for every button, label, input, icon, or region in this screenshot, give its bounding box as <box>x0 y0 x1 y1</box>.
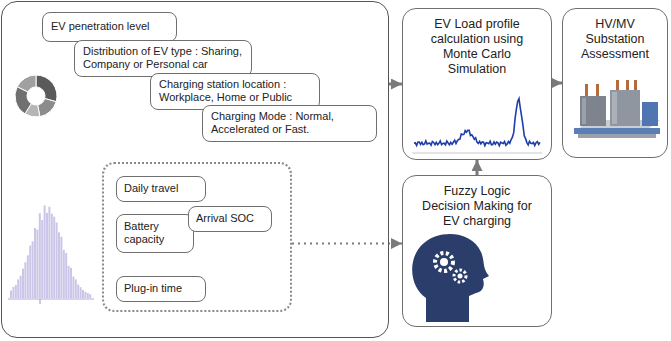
donut-chart-icon <box>36 75 57 102</box>
histogram-icon <box>41 220 43 298</box>
histogram-icon <box>53 217 55 298</box>
histogram-icon <box>8 205 94 304</box>
node-text: Distribution of EV type : Sharing, Compa… <box>83 45 243 71</box>
load-profile-chart <box>412 153 542 154</box>
histogram-icon <box>36 230 38 298</box>
head-gears-icon <box>454 270 466 282</box>
process-box: EV Load profile calculation using Monte … <box>402 8 552 160</box>
load-profile-chart <box>414 99 540 146</box>
histogram-icon <box>82 290 84 298</box>
substation-icon <box>574 80 660 138</box>
node-text: EV penetration level <box>51 20 168 33</box>
variable-box: Arrival SOC <box>188 206 272 232</box>
histogram-icon <box>17 279 19 298</box>
substation-icon <box>616 80 619 90</box>
parameter-box: Distribution of EV type : Sharing, Compa… <box>74 40 252 77</box>
head-gears-icon <box>412 234 489 322</box>
histogram-icon <box>48 207 50 298</box>
histogram-icon <box>15 285 17 298</box>
flow-arrow <box>389 83 402 86</box>
node-text: Arrival SOC <box>196 212 264 225</box>
substation-icon <box>612 92 617 124</box>
substation-icon <box>580 96 606 126</box>
node-text: Daily travel <box>124 182 198 195</box>
substation-icon <box>578 134 656 138</box>
histogram-icon <box>44 205 46 298</box>
substation-icon <box>642 102 658 126</box>
histogram-icon <box>72 277 74 298</box>
histogram-icon <box>24 262 26 298</box>
substation-icon <box>585 84 588 96</box>
variable-box: Battery capacity <box>116 214 194 253</box>
histogram-icon <box>46 213 48 298</box>
histogram-icon <box>29 246 31 298</box>
histogram-icon <box>39 213 41 298</box>
node-text: Battery capacity <box>124 220 186 246</box>
histogram-icon <box>68 266 70 298</box>
node-text: Charging station location : Workplace, H… <box>159 78 311 104</box>
histogram-icon <box>63 250 65 298</box>
histogram-icon <box>51 214 53 298</box>
histogram-icon <box>40 299 41 304</box>
substation-icon <box>596 84 599 96</box>
histogram-icon <box>27 255 29 298</box>
donut-chart-icon <box>17 75 36 92</box>
parameter-box: EV penetration level <box>42 12 177 42</box>
node-text: EV Load profile calculation using Monte … <box>421 17 533 77</box>
substation-icon <box>626 80 629 90</box>
substation-icon <box>634 80 637 90</box>
histogram-icon <box>89 294 91 298</box>
histogram-icon <box>12 287 14 298</box>
histogram-icon <box>20 276 22 298</box>
histogram-icon <box>32 241 34 298</box>
substation-icon <box>610 90 640 126</box>
histogram-icon <box>8 298 94 300</box>
histogram-icon <box>84 292 86 298</box>
head-gears-icon <box>458 274 463 279</box>
node-text: Fuzzy Logic Decision Making for EV charg… <box>421 184 533 229</box>
histogram-icon <box>75 279 77 298</box>
head-gears-icon <box>435 253 453 271</box>
histogram-icon <box>80 287 82 298</box>
donut-chart-icon <box>38 98 57 116</box>
histogram-icon <box>87 293 89 298</box>
node-text: Charging Mode : Normal, Accelerated or F… <box>211 110 368 136</box>
load-profile-chart <box>412 99 542 153</box>
donut-chart-icon <box>15 75 57 117</box>
head-gears-icon <box>440 258 448 266</box>
process-box: Fuzzy Logic Decision Making for EV charg… <box>402 175 552 327</box>
histogram-icon <box>58 232 60 298</box>
substation-icon <box>574 128 660 134</box>
histogram-icon <box>77 285 79 298</box>
substation-icon <box>582 98 586 124</box>
variable-box: Daily travel <box>116 176 206 202</box>
node-text: HV/MV Substation Assessment <box>575 17 655 62</box>
histogram-icon <box>10 291 12 298</box>
histogram-icon <box>56 222 58 298</box>
histogram-icon <box>65 253 67 298</box>
head-gears-icon <box>412 234 489 322</box>
process-box: HV/MV Substation Assessment <box>562 8 668 158</box>
variable-box: Plug-in time <box>116 276 206 302</box>
node-text: Plug-in time <box>124 282 198 295</box>
histogram-icon <box>70 268 72 298</box>
flow-arrow <box>292 243 402 245</box>
random-variables-group: Daily travelBattery capacity Arrival SOC P… <box>102 162 292 312</box>
flow-arrow <box>476 160 479 175</box>
flow-arrow <box>552 82 562 85</box>
histogram-icon <box>22 269 24 298</box>
histogram-icon <box>34 228 36 298</box>
input-panel: EV penetration levelDistribution of EV t… <box>1 1 389 338</box>
parameter-box: Charging Mode : Normal, Accelerated or F… <box>202 105 377 142</box>
histogram-icon <box>60 237 62 298</box>
